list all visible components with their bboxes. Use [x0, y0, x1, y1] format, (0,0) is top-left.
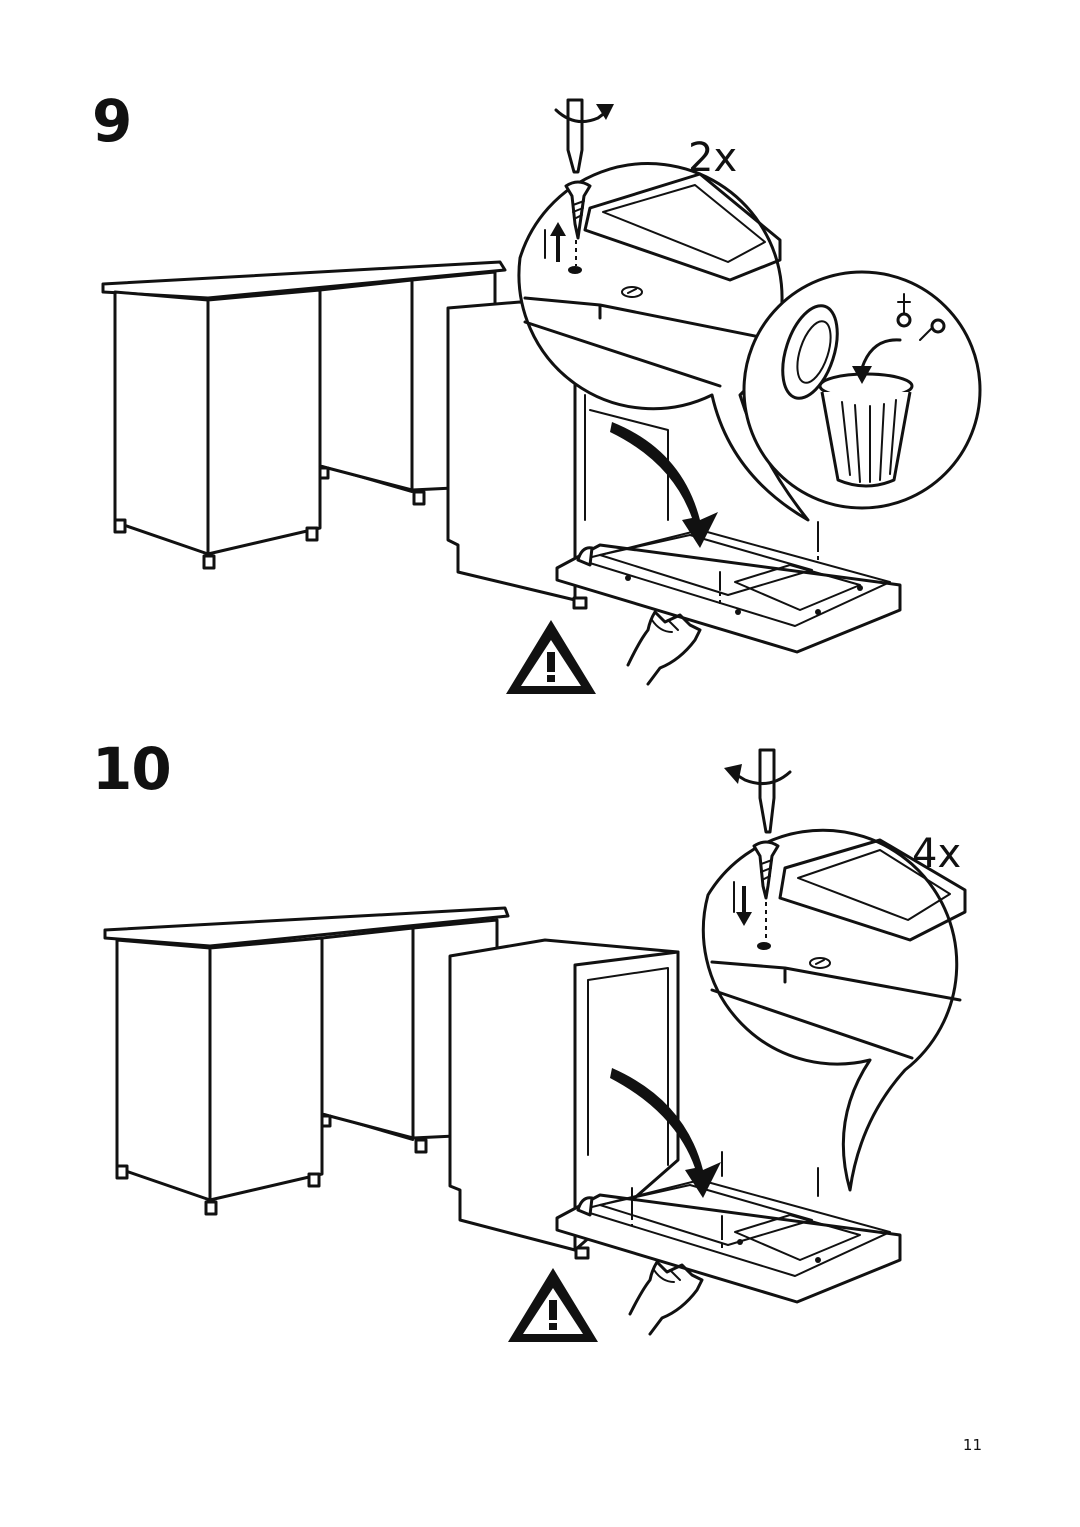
- step-10-quantity: 4x: [912, 831, 962, 877]
- warning-triangle-icon: [506, 620, 596, 694]
- base-cabinet: [103, 906, 510, 1216]
- screwdriver-icon: [758, 748, 776, 834]
- step-9-number: 9: [92, 87, 132, 155]
- screwdriver-icon: [566, 98, 584, 174]
- detail-callout: [701, 828, 967, 1192]
- rotate-arrow-icon: [554, 108, 608, 124]
- worktop-panel: [555, 1151, 902, 1304]
- drop-arrow-icon: [860, 338, 902, 370]
- page-number: 11: [962, 1436, 982, 1454]
- step-10-illustration: [103, 748, 967, 1342]
- warning-triangle-icon: [508, 1268, 598, 1342]
- step-10-number: 10: [92, 735, 172, 803]
- trash-bin-icon: [818, 372, 914, 488]
- screw-icon: [896, 293, 946, 341]
- rotate-arrow-head: [724, 764, 742, 784]
- move-arrow-icon: [610, 1068, 721, 1198]
- base-cabinet: [101, 260, 507, 570]
- rotate-arrow-icon: [733, 770, 792, 786]
- lid-icon: [781, 304, 839, 400]
- move-arrow-icon: [610, 422, 718, 548]
- worktop-panel: [555, 521, 902, 654]
- dishwasher-body: [448, 938, 680, 1260]
- step-9-illustration: [101, 98, 982, 694]
- dishwasher-body: [446, 300, 669, 610]
- discard-callout: [742, 270, 982, 510]
- rotate-arrow-head: [596, 104, 614, 120]
- hand-icon: [626, 610, 702, 686]
- hand-icon: [628, 1260, 704, 1336]
